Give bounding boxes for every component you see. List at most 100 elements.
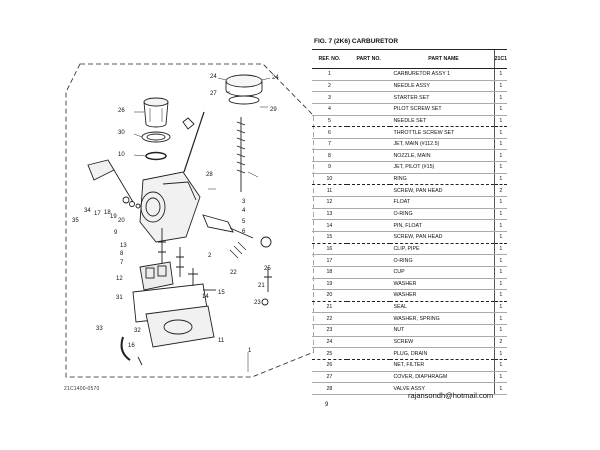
diagram-callout-label: 34 [84,208,91,214]
part-no-cell [346,371,391,384]
diagram-callout-label: 21 [258,283,265,289]
diagram-callout-label: 6 [242,229,246,235]
diagram-callout-label: 20 [118,218,125,224]
part-name-cell: WASHER [390,289,495,302]
ref-no-cell: 22 [312,312,347,326]
qty-cell: 1 [493,382,507,395]
part-no-cell [346,347,391,361]
part-name-cell: JET, PILOT (#15) [390,161,495,174]
diagram-callout-label: 24 [210,74,217,80]
diagram-callout-label: 10 [118,152,125,158]
ref-no-cell: 5 [312,115,347,128]
ref-no-cell: 17 [312,254,347,267]
ref-no-cell: 11 [312,184,347,198]
part-name-cell: RING [390,173,495,186]
diagram-callout-label: 11 [218,338,225,344]
diagram-callout-label: 26 [118,108,125,114]
part-name-cell: O-RING [390,254,495,267]
diagram-callout-label: 22 [230,270,237,276]
part-no-cell [346,382,391,395]
qty-cell: 1 [493,68,507,81]
qty-cell: 1 [493,278,507,291]
part-name-cell: NET, FILTER [390,359,495,372]
drain-pipe-part [120,336,131,361]
ref-no-cell: 21 [312,301,347,314]
qty-cell: 1 [493,196,507,209]
ref-no-cell: 6 [312,126,347,139]
qty-cell: 2 [493,184,507,198]
part-no-cell [346,289,391,302]
diagram-border [65,63,314,378]
part-no-cell [346,126,391,139]
part-name-cell: WASHER [390,278,495,291]
qty-cell: 1 [493,243,507,256]
part-name-cell: NEEDLE SET [390,115,495,128]
diagram-callout-label: 15 [218,290,225,296]
qty-cell: 1 [493,324,507,337]
diagram-callout-label: 33 [96,326,103,332]
part-name-cell: CLIP, PIPE [390,243,495,256]
part-no-cell [346,196,391,209]
ref-no-cell: 1 [312,68,347,81]
qty-cell: 1 [493,312,507,326]
part-no-cell [346,266,391,279]
diagram-callout-label: 30 [118,130,125,136]
diagram-callout-label: 35 [72,218,79,224]
diagram-callout-label: 14 [202,294,209,300]
ref-no-cell: 16 [312,243,347,256]
qty-cell: 1 [493,138,507,151]
diagram-callout-label: 19 [110,214,117,220]
part-no-cell [346,336,391,349]
ref-no-cell: 15 [312,231,347,244]
part-no-cell [346,161,391,174]
qty-cell: 1 [493,149,507,163]
diagram-callout-label: 1 [248,348,252,354]
ref-no-cell: 20 [312,289,347,302]
carburetor-body-part [139,171,201,243]
part-name-cell: NEEDLE ASSY [390,80,495,93]
needle-spring-part [236,117,246,192]
ref-no-cell: 10 [312,173,347,186]
ref-no-cell: 12 [312,196,347,209]
diagram-code: 21C1400-0570 [64,386,100,392]
qty-cell: 1 [493,301,507,314]
part-no-cell [346,254,391,267]
ref-no-cell: 24 [312,336,347,349]
diagram-callout-label: 7 [120,260,124,266]
ref-no-cell: 27 [312,371,347,384]
float-part [139,261,174,291]
part-name-cell: COVER, DIAPHRAGM [390,371,495,384]
part-no-cell [346,208,391,221]
o-ring-part [145,151,167,161]
diagram-callout-label: 23 [254,300,261,306]
diagram-callout-label: 12 [116,276,123,282]
diagram-callout-label: 4 [242,208,246,214]
part-name-cell: FLOAT [390,196,495,209]
diagram-callout-label: 16 [128,343,135,349]
part-no-cell [346,115,391,128]
ref-no-cell: 14 [312,219,347,232]
qty-cell: 1 [493,359,507,372]
part-name-cell: NOZZLE, MAIN [390,149,495,163]
diagram-callout-label: 18 [104,210,111,216]
part-name-cell: SCREW [390,336,495,349]
header-ref-no: REF. NO. [312,49,347,69]
qty-cell: 1 [493,289,507,302]
part-name-cell: PIN, FLOAT [390,219,495,232]
diagram-callout-label: 32 [134,328,141,334]
qty-cell: 1 [493,219,507,232]
ref-no-cell: 19 [312,278,347,291]
part-no-cell [346,359,391,372]
qty-cell: 1 [493,266,507,279]
